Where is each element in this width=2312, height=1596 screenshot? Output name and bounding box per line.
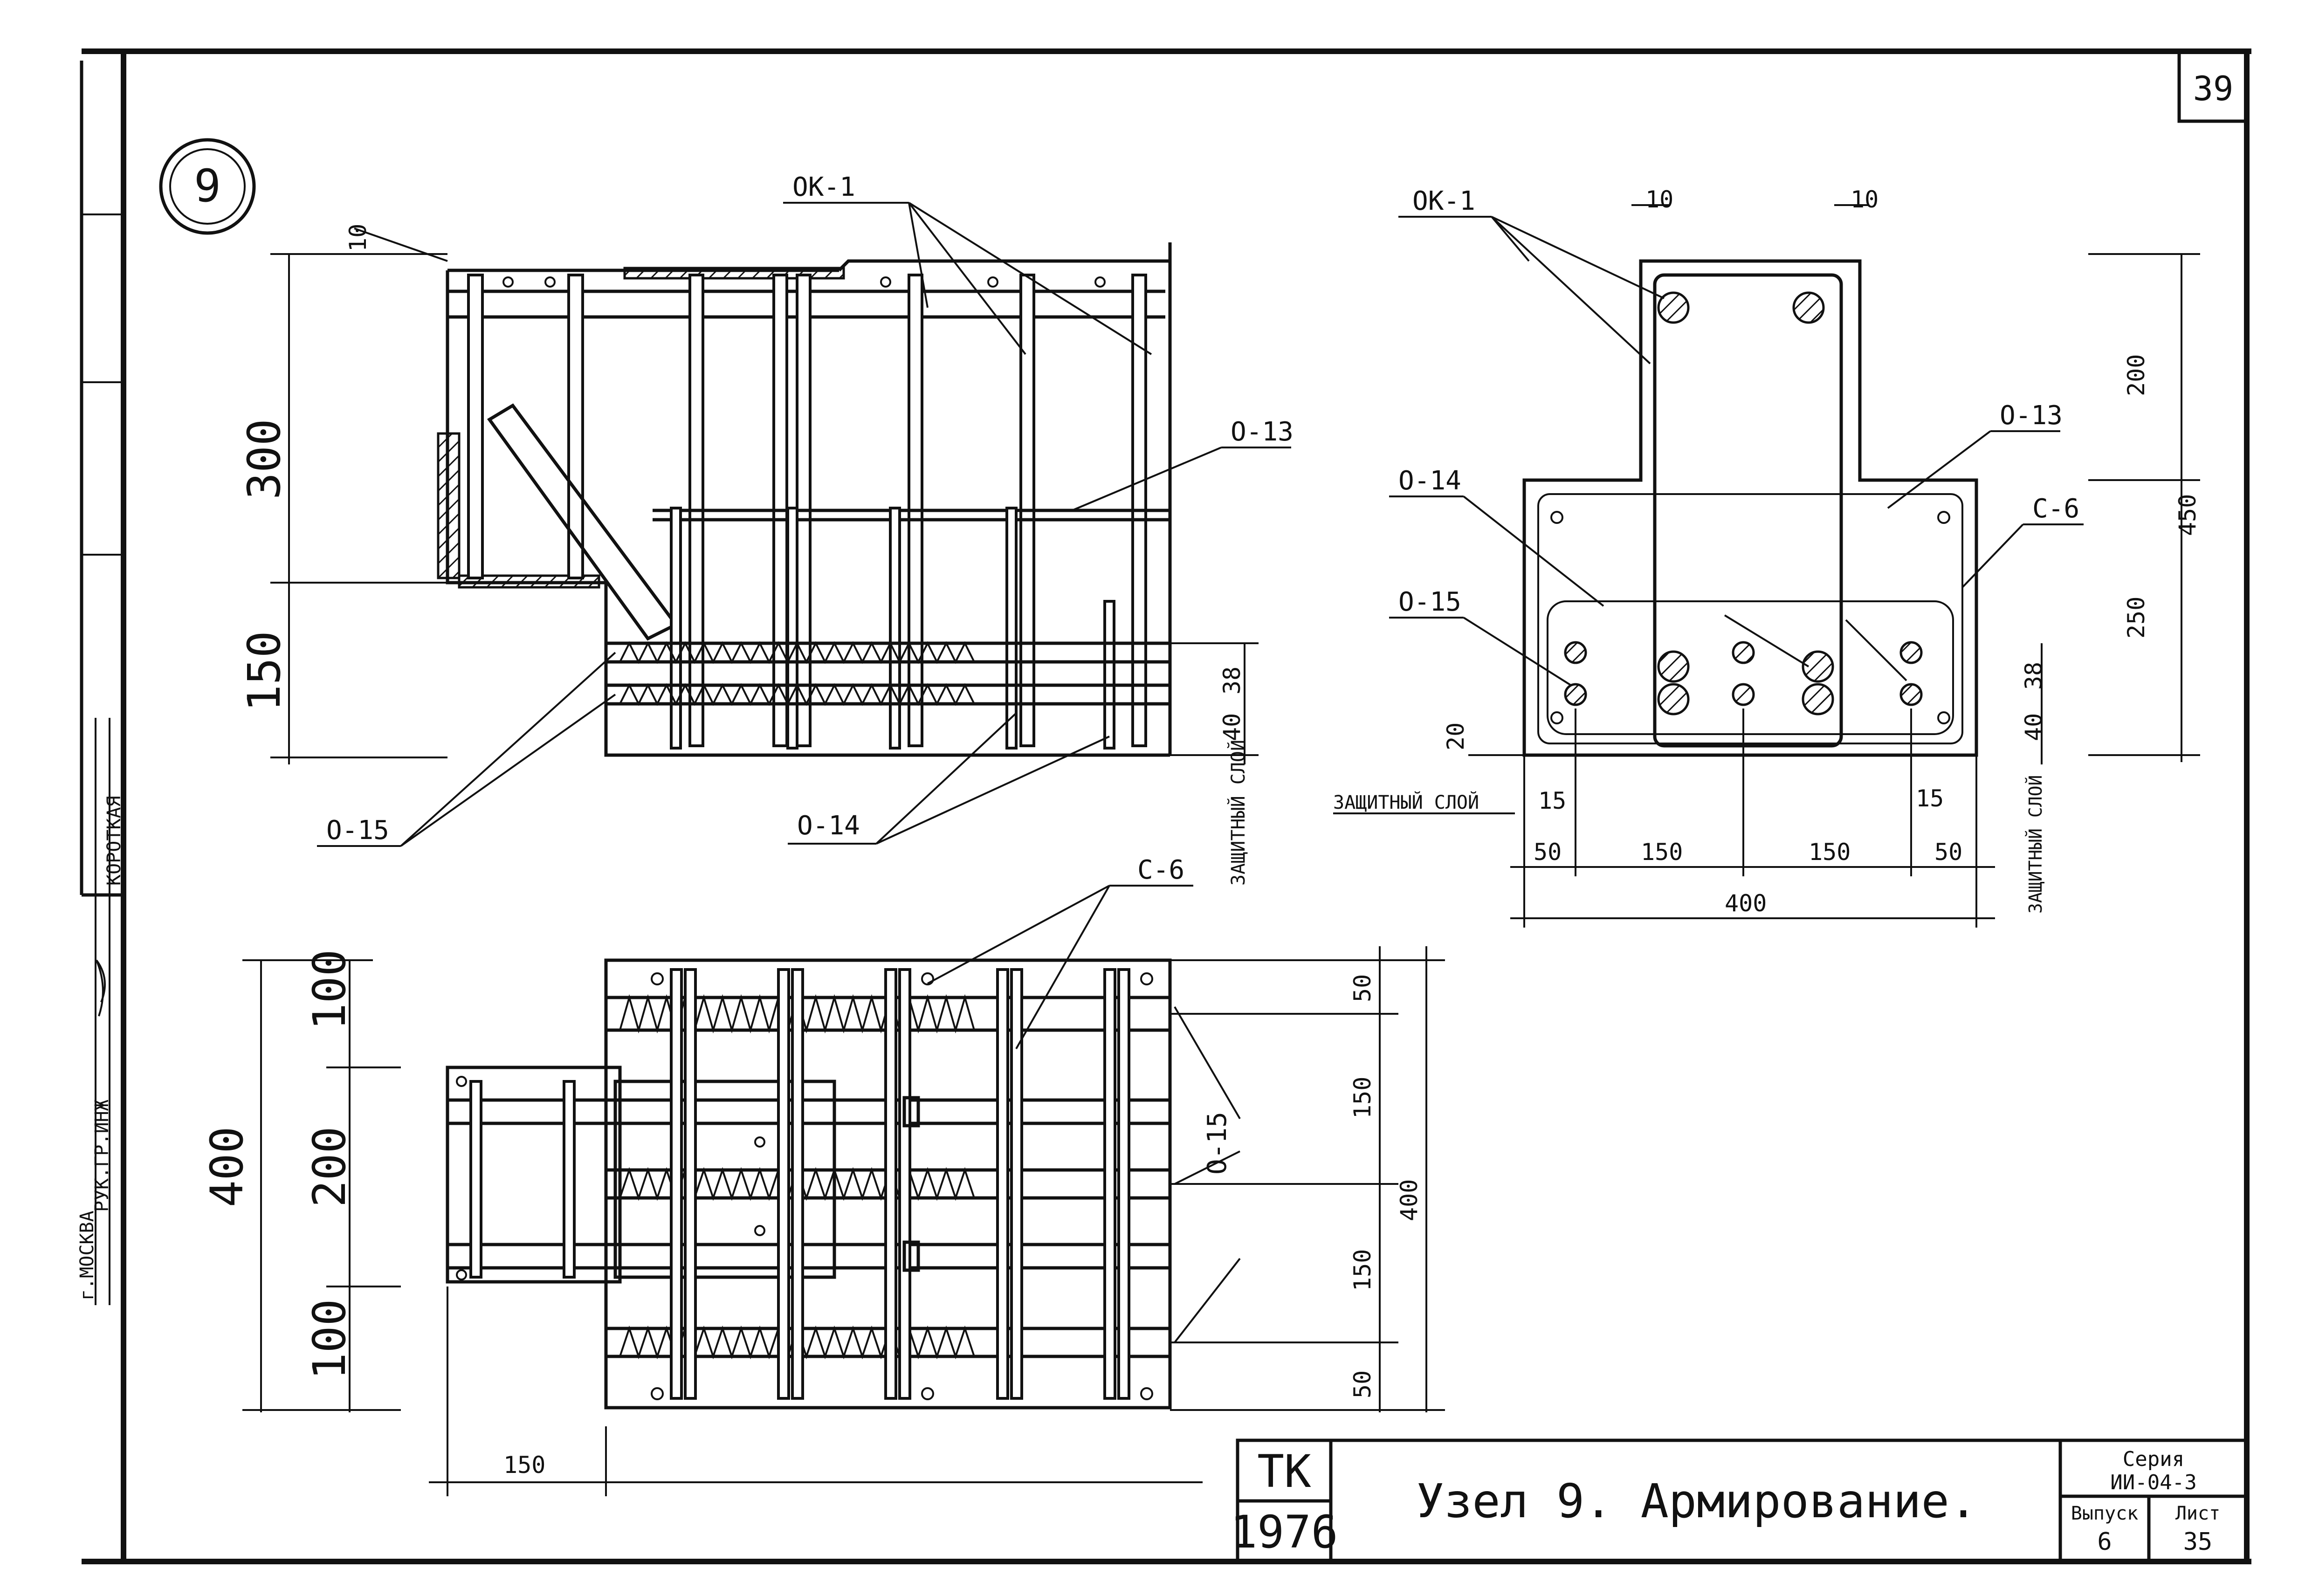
elev-dim-300: 300 [238,419,290,499]
series-value: ИИ-04-3 [2110,1471,2196,1494]
sec-dim-20: 20 [1442,722,1469,750]
page-number: 39 [2193,69,2234,108]
sec-dim-50a: 50 [1534,839,1562,866]
sec-dim-150a: 150 [1641,839,1683,866]
label-o15-left: О-15 [326,815,389,846]
sec-dim-450: 450 [2174,494,2201,536]
sec-dim-15a: 15 [1538,787,1566,814]
sec-dim-38: 38 [2020,662,2047,690]
issue-label: Выпуск [2071,1503,2139,1524]
label-c6-plan: С-6 [1137,855,1184,885]
sec-dim-10a: 10 [1645,186,1673,213]
plan-dim-400-right: 400 [1396,1179,1423,1221]
plan-dim-50a: 50 [1349,974,1376,1002]
series-label: Серия [2123,1447,2184,1471]
elev-dim-10: 10 [344,224,372,252]
sec-dim-15b: 15 [1916,785,1944,812]
label-ok1-left: ОК-1 [792,172,855,202]
sheet-value: 35 [2183,1528,2213,1556]
side-stamp: г.МОСКВА РУК.ГР.ИНЖ КОРОТКАЯ [76,61,125,1305]
label-o13-left: О-13 [1231,417,1294,447]
label-c6-right: С-6 [2032,494,2079,524]
sec-dim-150b: 150 [1809,839,1851,866]
label-o15-plan: О-15 [1202,1112,1232,1175]
label-o14-left: О-14 [797,811,860,841]
elevation-view: 10 300 150 38 40 ЗАЩИТНЫЙ СЛОЙ ОК-1 О-13… [238,172,1294,886]
plan-view: 100 200 100 400 50 150 400 150 50 150 С-… [201,855,1445,1496]
drawing-title: Узел 9. Армирование. [1416,1474,1977,1528]
sec-dim-200: 200 [2123,354,2150,396]
sec-dim-40: 40 [2020,713,2047,741]
node-badge: 9 [159,138,256,235]
plan-dim-150b: 150 [1349,1249,1376,1291]
stamp-name: КОРОТКАЯ [103,796,125,886]
plan-dim-400-left: 400 [201,1127,253,1207]
title-year: 1976 [1230,1506,1338,1558]
stamp-city: г.МОСКВА [76,1211,98,1300]
sec-protective-layer-b: ЗАЩИТНЫЙ СЛОЙ [2025,775,2046,914]
plan-dim-150-bottom: 150 [503,1452,545,1479]
stamp-role: РУК.ГР.ИНЖ [91,1100,113,1212]
plan-dim-50b: 50 [1349,1370,1376,1398]
section-view: 10 10 200 450 250 38 40 ЗАЩИТНЫЙ СЛОЙ 20… [1333,186,2201,928]
issue-value: 6 [2097,1528,2112,1556]
elev-dim-150: 150 [238,631,290,711]
label-o13-right: О-13 [2000,400,2063,431]
title-org: ТК [1257,1445,1311,1498]
plan-dim-100a: 100 [303,949,356,1030]
sec-protective-layer-a: ЗАЩИТНЫЙ СЛОЙ [1333,791,1479,813]
label-ok1-right: ОК-1 [1412,186,1475,216]
label-o15-right: О-15 [1398,587,1461,617]
sec-dim-250: 250 [2123,597,2150,639]
node-number: 9 [194,160,221,212]
label-o14-right: О-14 [1398,466,1461,496]
elev-dim-40: 40 [1218,713,1245,741]
sec-dim-400: 400 [1725,890,1767,917]
title-block: ТК 1976 Узел 9. Армирование. Серия ИИ-04… [1230,1438,2249,1563]
plan-dim-100b: 100 [303,1299,356,1380]
plan-dim-150a: 150 [1349,1077,1376,1119]
elev-dim-38: 38 [1218,667,1245,695]
elev-protective-layer: ЗАЩИТНЫЙ СЛОЙ [1227,740,1249,886]
plan-dim-200: 200 [303,1127,356,1207]
sec-dim-50b: 50 [1934,839,1962,866]
sec-dim-10b: 10 [1851,186,1878,213]
signature-mark [96,959,106,1017]
sheet-label: Лист [2175,1503,2220,1524]
